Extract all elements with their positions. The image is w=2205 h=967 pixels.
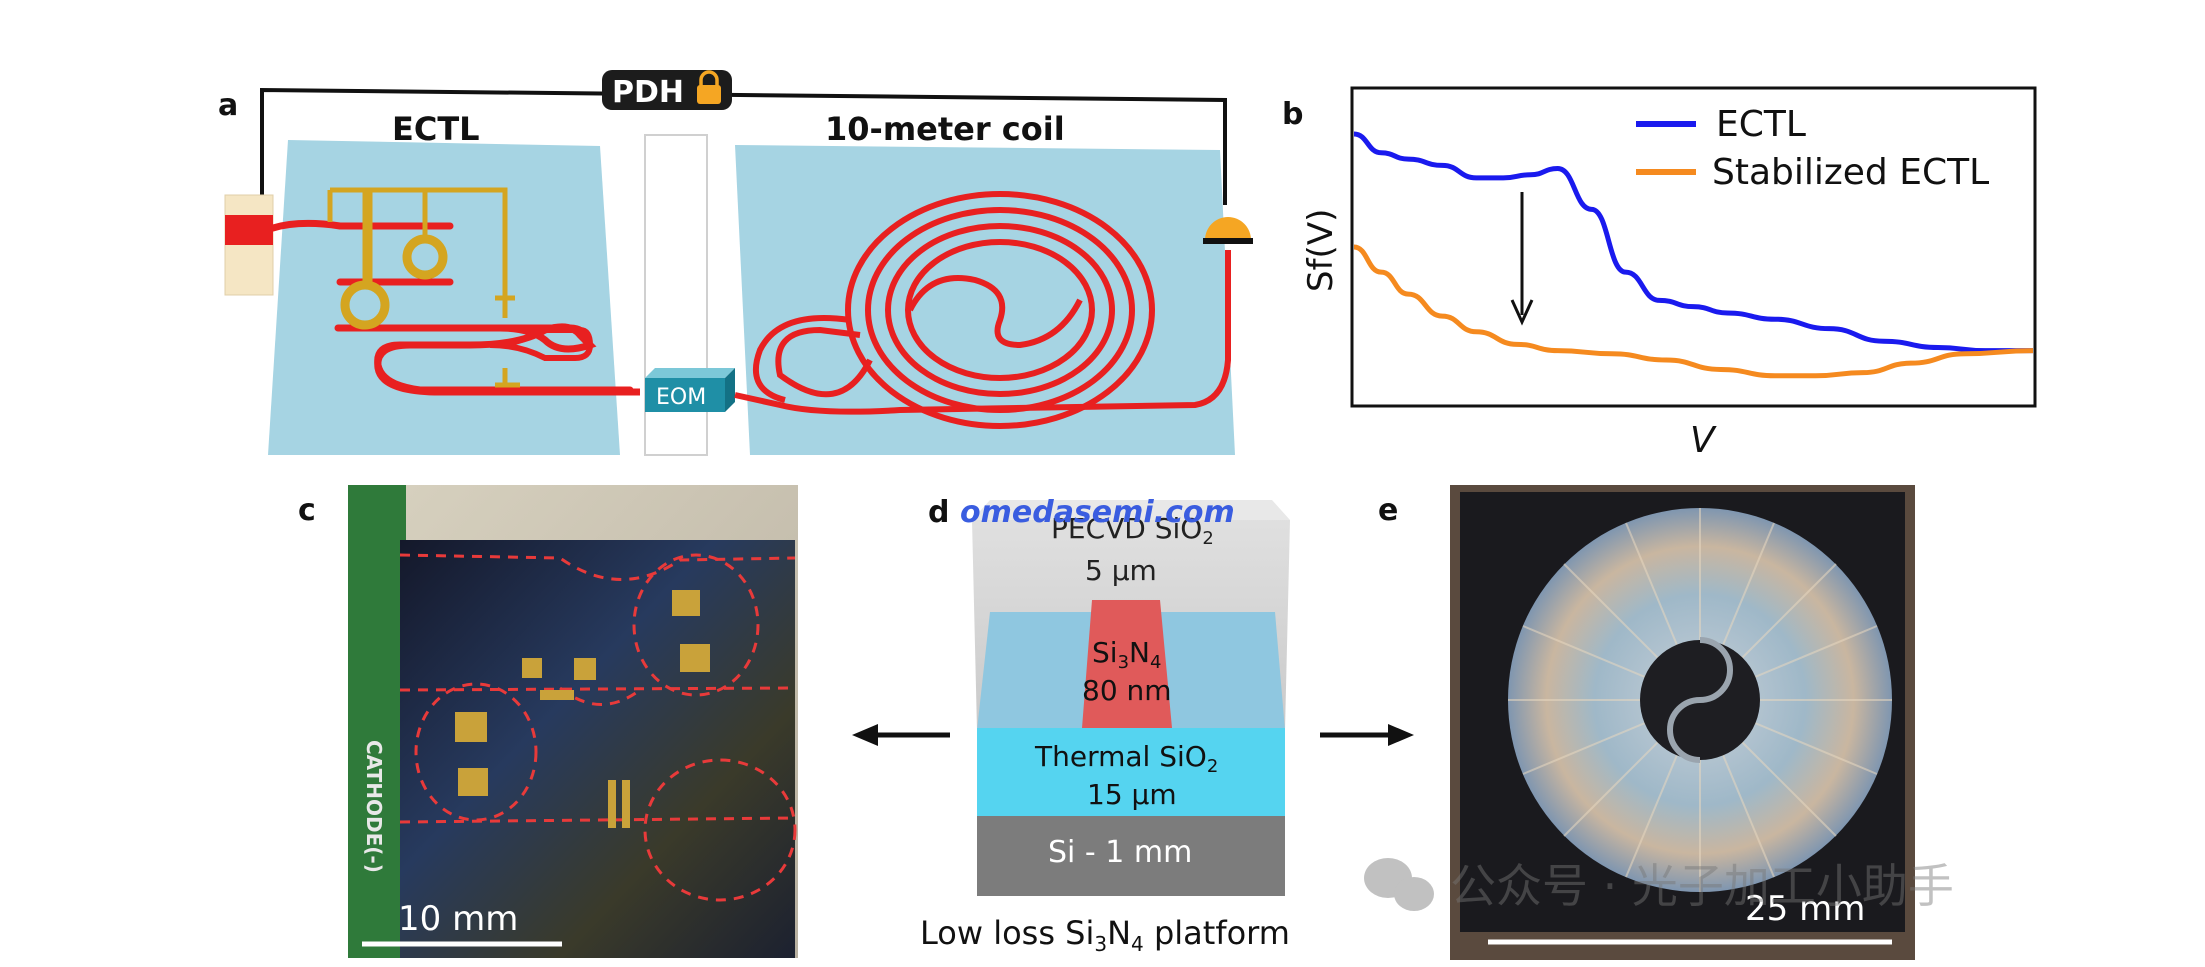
top-layer-thickness: 5 µm	[1085, 554, 1157, 587]
panel-b-label: b	[1282, 97, 1303, 132]
core-label: Si3N4	[1092, 636, 1161, 673]
heater-traces	[327, 187, 520, 388]
panel-e: e 25 mm	[1378, 485, 1915, 960]
panel-a: a PDH ECTL	[218, 70, 1253, 456]
photodetector-icon	[1203, 217, 1253, 244]
panel-e-label: e	[1378, 493, 1398, 528]
annotation-arrow	[1510, 192, 1534, 326]
panel-d-label: d	[928, 495, 949, 530]
chart-legend: ECTL Stabilized ECTL	[1636, 104, 1989, 193]
scale-label-e: 25 mm	[1745, 889, 1865, 929]
wechat-watermark: 公众号 · 光子加工小助手	[1364, 858, 1954, 913]
cladding-top-face	[972, 500, 1290, 520]
chart-ylabel: Sf(V)	[1301, 209, 1341, 292]
eom-modulator: EOM	[645, 368, 735, 412]
thermal-oxide-layer	[977, 728, 1285, 816]
ring-resonator-1	[402, 234, 448, 280]
coil-label: 10-meter coil	[825, 110, 1065, 148]
pdh-loop-line	[260, 87, 1227, 205]
series-line-stabilized-ectl	[1353, 244, 2034, 379]
platform-caption: Low loss Si3N4 platform	[920, 914, 1290, 956]
mzi-upper-arm	[489, 327, 594, 361]
legend-label-ectl: ECTL	[1716, 104, 1806, 145]
top-layer-label: PECVD SiO2	[1051, 512, 1214, 549]
spiral-coil	[753, 191, 1155, 429]
eom-label: EOM	[656, 385, 706, 410]
ectl-label: ECTL	[392, 110, 480, 148]
silicon-substrate	[977, 816, 1285, 896]
chart-series-group	[1353, 131, 2034, 379]
sin-core	[1082, 600, 1172, 728]
watermark-omedasemi: omedasemi.com	[960, 495, 1235, 530]
panel-d: d PECVD SiO2 5 µm Si3N4 80 nm Thermal Si…	[920, 495, 1290, 956]
wechat-watermark-text: 公众号 · 光子加工小助手	[1450, 859, 1954, 913]
pcb-strip	[348, 485, 406, 958]
legend-label-stabilized: Stabilized ECTL	[1712, 152, 1989, 193]
cathode-text: CATHODE(-)	[362, 740, 386, 873]
panel-c-label: c	[298, 493, 316, 528]
chip-photo	[400, 540, 795, 958]
lock-icon	[697, 70, 721, 104]
ectl-bus-waveguide	[374, 341, 640, 396]
panel-a-label: a	[218, 88, 238, 123]
pdh-label: PDH	[612, 75, 684, 110]
yin-yang-s-curve	[1667, 637, 1733, 763]
scale-label-c: 10 mm	[398, 899, 518, 939]
series-line-ectl	[1353, 131, 2033, 354]
panel-b: b ECTL Stabilized ECTL V Sf(V)	[1282, 86, 2037, 461]
chart-plot-area	[1350, 86, 2037, 408]
core-thickness: 80 nm	[1082, 674, 1172, 707]
gold-pads	[455, 590, 710, 828]
laser-emitter	[225, 215, 273, 245]
thermal-label: Thermal SiO2	[1034, 740, 1218, 777]
ectl-chip	[268, 140, 620, 455]
panel-c: c CATHODE(-) 10 mm	[298, 485, 798, 958]
substrate-label: Si - 1 mm	[1048, 835, 1192, 870]
arrow-to-c	[852, 724, 950, 746]
wechat-icon	[1364, 858, 1434, 911]
arrow-to-e	[1320, 724, 1414, 746]
chart-xlabel: V	[1690, 420, 1717, 461]
thermal-thickness: 15 µm	[1087, 778, 1177, 811]
coil-output-waveguide	[734, 250, 1231, 415]
